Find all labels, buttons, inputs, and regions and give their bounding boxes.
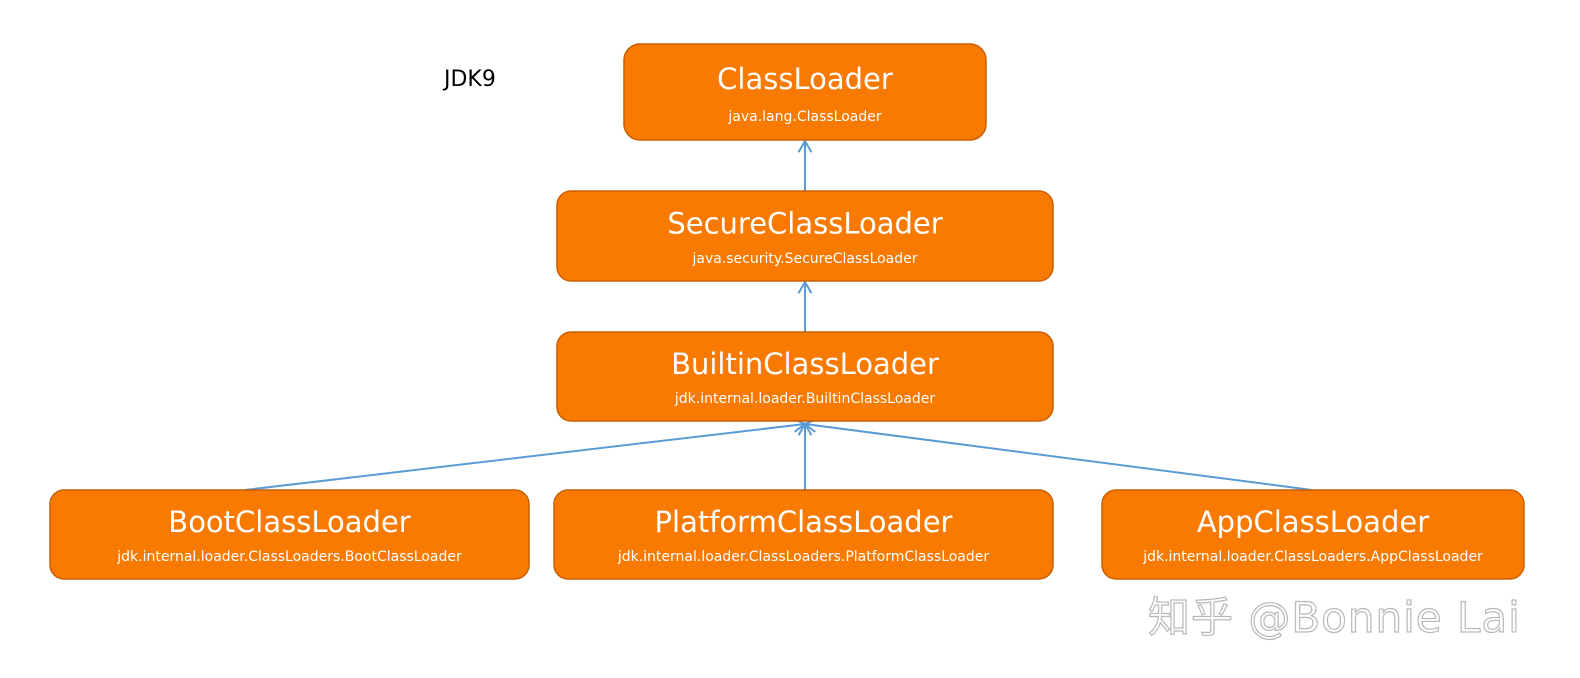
node-box xyxy=(556,331,1054,422)
node-box xyxy=(553,489,1054,580)
node-builtin: BuiltinClassLoader jdk.internal.loader.Bu… xyxy=(556,331,1054,422)
node-subtitle: jdk.internal.loader.ClassLoaders.AppClas… xyxy=(1142,549,1483,565)
node-box xyxy=(556,190,1054,282)
inheritance-edges xyxy=(244,138,1313,491)
node-app: AppClassLoader jdk.internal.loader.ClassL… xyxy=(1101,489,1525,580)
edge-app-to-builtin xyxy=(803,418,1313,491)
edge-secure-to-classloader xyxy=(797,138,813,191)
node-title: ClassLoader xyxy=(717,62,893,96)
node-secure: SecureClassLoader java.security.SecureCla… xyxy=(556,190,1054,282)
node-subtitle: jdk.internal.loader.ClassLoaders.BootCla… xyxy=(116,549,462,565)
edge-line xyxy=(244,423,806,491)
node-subtitle: java.lang.ClassLoader xyxy=(727,109,881,125)
node-platform: PlatformClassLoader jdk.internal.loader.C… xyxy=(553,489,1054,580)
edge-boot-to-builtin xyxy=(244,417,807,491)
edge-line xyxy=(804,423,1313,491)
edge-builtin-to-secure xyxy=(797,279,813,332)
node-box xyxy=(49,489,530,580)
node-subtitle: jdk.internal.loader.ClassLoaders.Platfor… xyxy=(617,549,990,565)
edge-platform-to-builtin xyxy=(797,421,813,490)
node-subtitle: java.security.SecureClassLoader xyxy=(691,251,917,267)
version-label: JDK9 xyxy=(444,67,496,92)
node-title: BootClassLoader xyxy=(168,505,410,539)
node-classloader: ClassLoader java.lang.ClassLoader xyxy=(623,43,987,141)
node-box xyxy=(1101,489,1525,580)
node-boot: BootClassLoader jdk.internal.loader.Class… xyxy=(49,489,530,580)
watermark: 知乎 @Bonnie Lai xyxy=(1147,592,1521,642)
node-box xyxy=(623,43,987,141)
node-title: BuiltinClassLoader xyxy=(671,347,939,381)
class-nodes: ClassLoader java.lang.ClassLoaderSecureCl… xyxy=(49,43,1525,580)
node-title: PlatformClassLoader xyxy=(655,505,953,539)
arrowhead-icon xyxy=(797,279,813,294)
arrowhead-icon xyxy=(797,138,813,153)
node-subtitle: jdk.internal.loader.BuiltinClassLoader xyxy=(674,391,935,407)
node-title: SecureClassLoader xyxy=(667,206,942,240)
node-title: AppClassLoader xyxy=(1197,505,1429,539)
